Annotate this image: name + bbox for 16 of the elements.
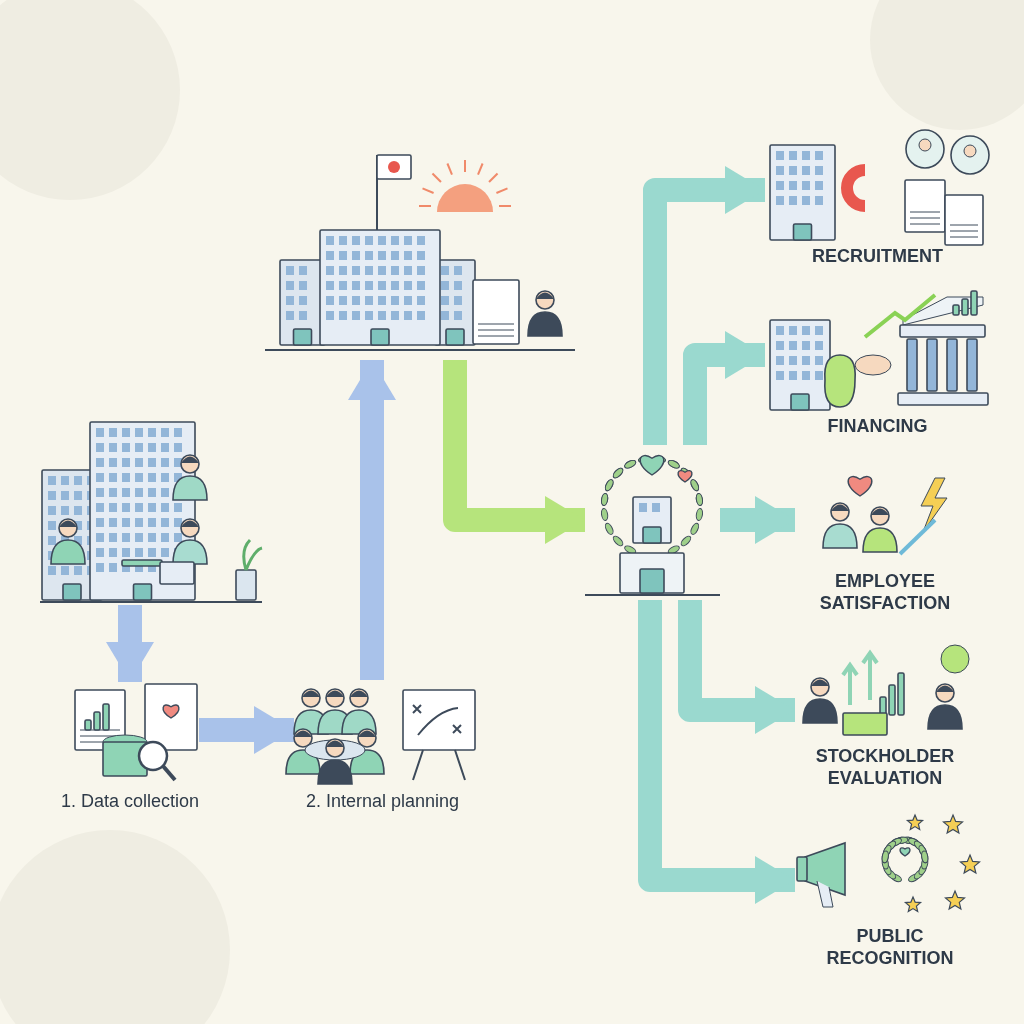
arrow <box>720 496 795 544</box>
outcome-label: FINANCING <box>827 416 928 438</box>
arrow <box>199 706 294 754</box>
arrow <box>106 605 154 682</box>
outcome-label: RECRUITMENT <box>812 246 943 268</box>
arrow <box>348 360 396 680</box>
step-label: 2. Internal planning <box>305 791 460 813</box>
arrow <box>683 331 765 445</box>
arrow <box>678 600 795 734</box>
arrow <box>643 166 765 445</box>
arrow <box>443 360 585 544</box>
step-label: 1. Data collection <box>60 791 200 813</box>
outcome-label: PUBLIC RECOGNITION <box>825 926 955 970</box>
outcome-label: STOCKHOLDER EVALUATION <box>814 746 956 790</box>
outcome-label: EMPLOYEE SATISFACTION <box>818 571 952 615</box>
arrow <box>638 600 795 904</box>
